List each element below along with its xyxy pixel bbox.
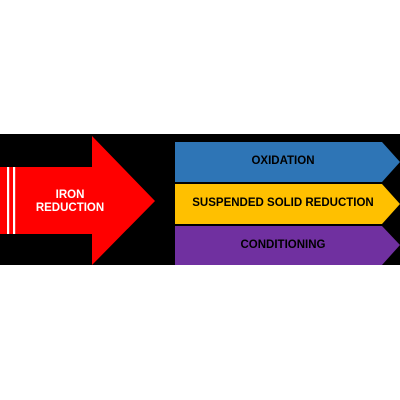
suspended-solid-reduction-label: SUSPENDED SOLID REDUCTION: [192, 197, 374, 210]
iron-reduction-label: IRON REDUCTION: [20, 180, 120, 224]
conditioning-label: CONDITIONING: [240, 238, 326, 251]
iron-reduction-label-line1: IRON: [55, 188, 85, 201]
arrow-tail-stripe: [13, 167, 16, 234]
conditioning-arrow: [175, 226, 400, 265]
iron-reduction-label-line2: REDUCTION: [35, 202, 105, 214]
iron-reduction-arrow: [0, 136, 155, 265]
oxidation-arrow: [175, 142, 400, 182]
oxidation-label: OXIDATION: [251, 155, 315, 168]
suspended-solid-reduction-arrow: [175, 184, 400, 224]
arrow-tail-stripe: [7, 167, 10, 234]
